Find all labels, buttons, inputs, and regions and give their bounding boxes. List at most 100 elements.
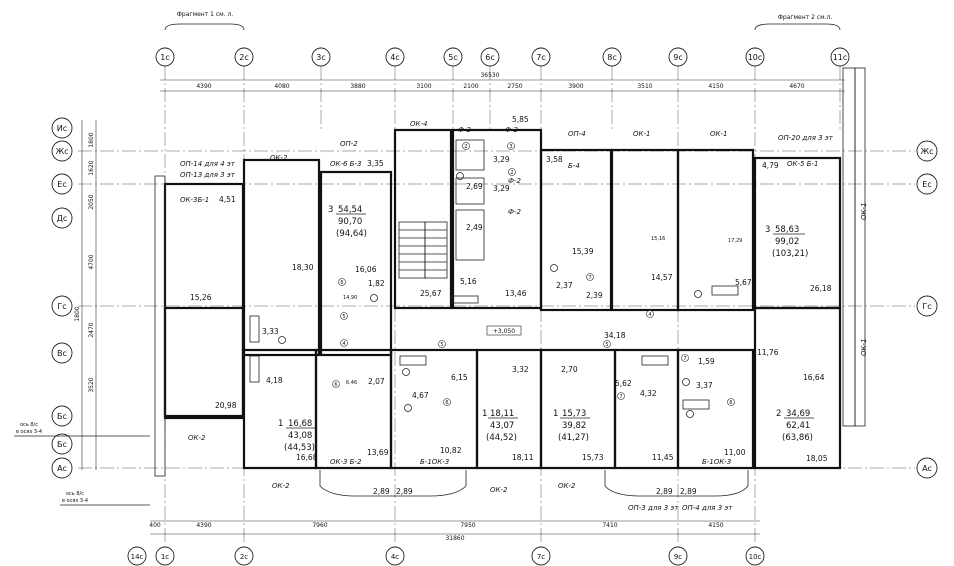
dimension-label: 4670 bbox=[789, 83, 804, 90]
door-mark: 6 bbox=[334, 382, 337, 388]
elevation-box bbox=[486, 325, 522, 336]
window-label: ОП-20 для 3 эт bbox=[778, 134, 834, 142]
grid-label: Гс bbox=[57, 302, 66, 311]
grid-label: Гс bbox=[922, 302, 931, 311]
room-area: 18,11 bbox=[512, 453, 534, 462]
grid-label: Ес bbox=[922, 180, 931, 189]
svg-text:34,69: 34,69 bbox=[786, 409, 810, 419]
room-area: 13,69 bbox=[367, 448, 389, 457]
room-area: 26,18 bbox=[810, 284, 832, 293]
window-label: ОП-14 для 4 эт bbox=[180, 160, 236, 168]
svg-text:1: 1 bbox=[482, 409, 487, 419]
window-label: ОК-1 bbox=[860, 203, 868, 220]
door-mark: 5 bbox=[605, 342, 608, 348]
room-area: 16,64 bbox=[803, 373, 825, 382]
room-area: 14,90 bbox=[343, 295, 357, 301]
room-area: 6,46 bbox=[346, 380, 357, 386]
dimension-label: 3520 bbox=[88, 377, 95, 392]
door-mark: 2 bbox=[464, 144, 467, 150]
svg-text:(63,86): (63,86) bbox=[782, 433, 813, 443]
room-area: 4,18 bbox=[266, 376, 283, 385]
grid-label: Ис bbox=[57, 124, 67, 133]
bathroom-fixtures bbox=[249, 172, 739, 418]
grid-label: 10с bbox=[748, 53, 763, 62]
fragment-label: Фрагмент 2 см.л. bbox=[778, 14, 833, 21]
window-label: ОП-3 для 3 эт bbox=[628, 504, 679, 512]
apartment-summary: 3 54,54 90,70 (94,64) bbox=[328, 205, 367, 239]
room-area: 4,32 bbox=[640, 389, 657, 398]
fragment-label: Фрагмент 1 см. л. bbox=[177, 11, 234, 18]
dimension-label: 7410 bbox=[602, 522, 617, 529]
grid-bubbles-top: 1с 2с 3с 4с 5с 6с 7с 8с 9с 10с 11с bbox=[155, 47, 850, 67]
svg-text:(41,27): (41,27) bbox=[558, 433, 589, 443]
room-area: 1,59 bbox=[698, 357, 715, 366]
svg-text:43,07: 43,07 bbox=[490, 421, 514, 431]
door-mark: 7 bbox=[619, 394, 622, 400]
room-area: 6,15 bbox=[451, 373, 468, 382]
svg-text:15,73: 15,73 bbox=[562, 409, 586, 419]
dimension-label: 2050 bbox=[88, 194, 95, 209]
window-label: ОК-6 Б-3 bbox=[330, 160, 361, 168]
axis-note: в осях 3-4 bbox=[16, 429, 42, 435]
room-area: 11,00 bbox=[724, 448, 746, 457]
window-label: Ф-2 bbox=[508, 177, 522, 185]
grid-label: 7с bbox=[537, 553, 545, 561]
grid-label: 8с bbox=[607, 53, 617, 62]
room-area: 5,67 bbox=[735, 278, 752, 287]
room-area: 5,85 bbox=[512, 115, 529, 124]
grid-label: 3с bbox=[316, 53, 326, 62]
window-label: ОК-2 bbox=[188, 434, 206, 442]
svg-text:43,08: 43,08 bbox=[288, 431, 312, 441]
svg-text:99,02: 99,02 bbox=[775, 237, 799, 247]
dimension-label: 31860 bbox=[445, 535, 464, 542]
dimension-label: 4150 bbox=[708, 83, 723, 90]
window-label: ОК-4 bbox=[410, 120, 427, 128]
room-area: 11,76 bbox=[757, 348, 779, 357]
window-label: ОК-2 bbox=[272, 482, 290, 490]
svg-text:62,41: 62,41 bbox=[786, 421, 810, 431]
svg-text:(44,52): (44,52) bbox=[486, 433, 517, 443]
window-label: Б-1ОК-3 bbox=[702, 458, 731, 466]
room-area: 14,57 bbox=[651, 273, 673, 282]
room-area: 15,73 bbox=[582, 453, 604, 462]
window-label: Б-1ОК-3 bbox=[420, 458, 449, 466]
room-area: 15,16 bbox=[651, 236, 665, 242]
dimension-label: 1620 bbox=[88, 160, 95, 175]
room-area: 2,70 bbox=[561, 365, 578, 374]
dimension-label: 2100 bbox=[463, 83, 478, 90]
room-area: 13,46 bbox=[505, 289, 527, 298]
room-area: 17,29 bbox=[728, 238, 742, 244]
room-area: 3,29 bbox=[493, 184, 510, 193]
dimension-label: 2750 bbox=[507, 83, 522, 90]
window-label: ОК-2 bbox=[558, 482, 576, 490]
window-label: ОК-2 bbox=[490, 486, 508, 494]
room-area: 2,37 bbox=[556, 281, 573, 290]
room-area: 5,62 bbox=[615, 379, 632, 388]
elevation-mark: +3,050 bbox=[493, 328, 515, 335]
grid-label: Ас bbox=[57, 464, 67, 473]
room-area: 10,82 bbox=[440, 446, 462, 455]
svg-text:16,68: 16,68 bbox=[288, 419, 312, 429]
grid-label: 4с bbox=[391, 553, 399, 561]
grid-bubbles-left: Ис Жс Ес Дс Гс Вс Бс Бс Ас bbox=[51, 117, 73, 479]
window-label: Ф-2 bbox=[505, 126, 519, 134]
window-label: ОК-5 Б-1 bbox=[787, 160, 818, 168]
grid-label: Бс bbox=[57, 412, 67, 421]
svg-text:90,70: 90,70 bbox=[338, 217, 362, 227]
room-area: 3,29 bbox=[493, 155, 510, 164]
door-mark: 4 bbox=[342, 341, 345, 347]
dimensions-top: 36530 4390 4080 3880 3100 2100 2750 3900… bbox=[160, 72, 845, 92]
door-marks: 2 3 5 4 6 6 7 5 5 2 7 6 7 4 6 bbox=[332, 142, 735, 406]
room-area: 34,18 bbox=[604, 331, 626, 340]
room-area: 2,07 bbox=[368, 377, 385, 386]
axis-note: ось 8/с bbox=[66, 491, 84, 497]
door-mark: 6 bbox=[445, 400, 448, 406]
grid-bubbles-bottom: 14с 1с 2с 4с 7с 9с 10с bbox=[127, 546, 765, 566]
dimension-label: 7950 bbox=[460, 522, 475, 529]
dimension-label: 4080 bbox=[274, 83, 289, 90]
svg-text:3: 3 bbox=[328, 205, 333, 215]
door-mark: 2 bbox=[510, 170, 513, 176]
grid-label: Бс bbox=[57, 440, 67, 449]
room-area: 18,30 bbox=[292, 263, 314, 272]
